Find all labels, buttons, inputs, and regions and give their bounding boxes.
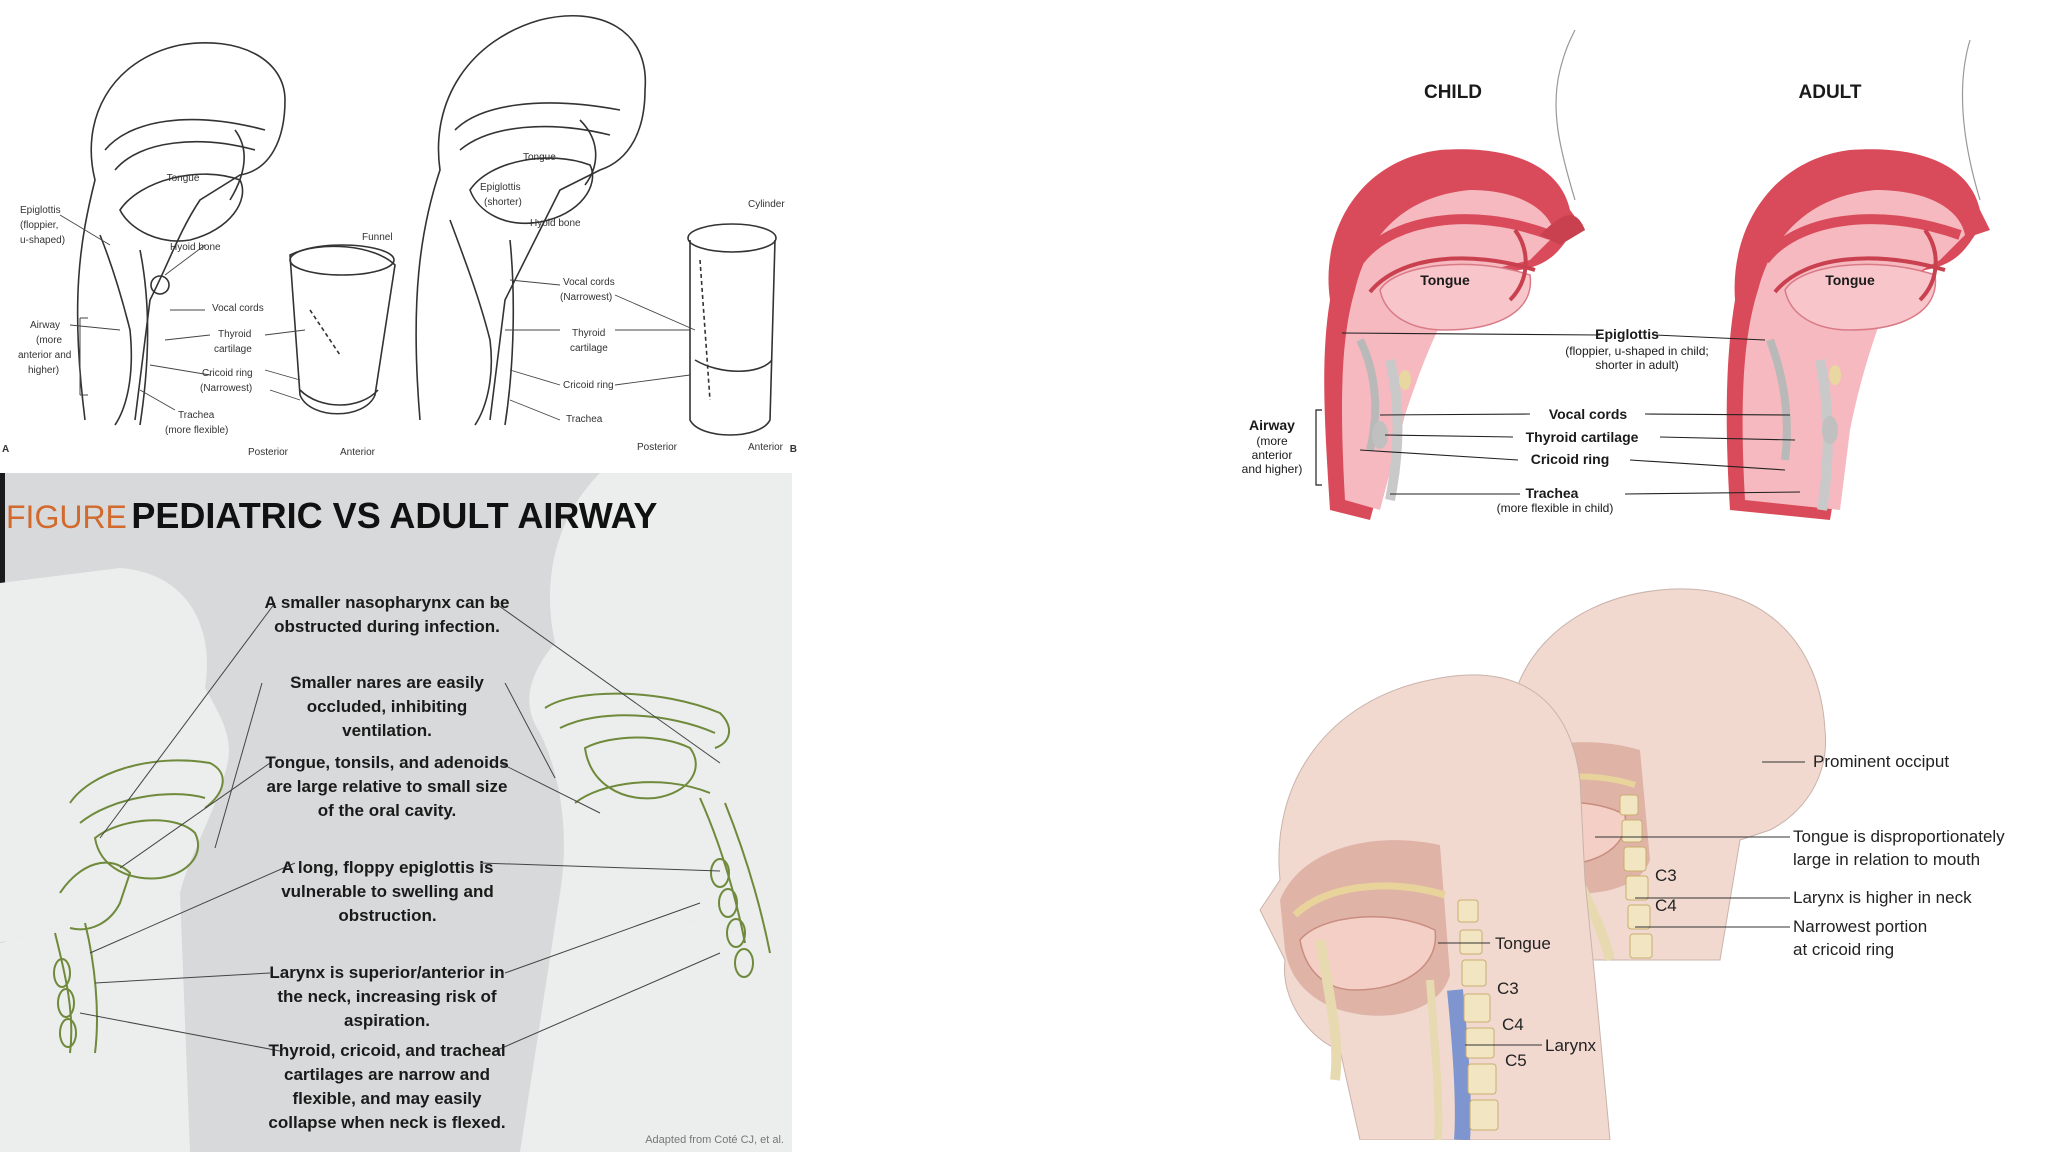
label-epiglottis: A long, floppy epiglottis is vulnerable … (281, 858, 494, 925)
label-sagittal-larynx: Larynx (1545, 1036, 1597, 1055)
label-epiglottis-note-1: (floppier, u-shaped in child; (1565, 344, 1708, 358)
label-b-vocal-cords-2: (Narrowest) (560, 292, 612, 303)
label-a-trachea-2: (more flexible) (165, 425, 228, 436)
label-b-epiglottis-1: Epiglottis (480, 182, 521, 193)
adult-head (1726, 39, 1990, 520)
label-tongue-note-1: Tongue is disproportionately (1793, 827, 2005, 846)
leader-lines-b (505, 279, 696, 421)
label-a-tongue: Tongue (167, 173, 200, 184)
panel-child-adult-colored: CHILD ADULT Tongue Tongue Epiglottis (fl… (1230, 29, 2010, 550)
label-a-vocal-cords: Vocal cords (212, 303, 264, 314)
label-a-cricoid-1: Cricoid ring (202, 368, 253, 379)
label-a-posterior: Posterior (248, 447, 289, 458)
line-drawing-svg: Tongue Epiglottis (floppier, u-shaped) H… (2, 15, 797, 458)
label-larynx: Larynx is superior/anterior in the neck,… (269, 963, 505, 1030)
head-b-outline (415, 15, 647, 421)
label-airway-note-1: (more (1256, 434, 1288, 448)
label-adult-c5: C5 (1505, 1051, 1527, 1070)
label-airway-note-2: anterior (1252, 448, 1293, 462)
label-b-thyroid-2: cartilage (570, 343, 608, 354)
label-b-posterior: Posterior (637, 442, 678, 453)
label-a-airway-4: higher) (28, 365, 59, 376)
label-a-airway-1: Airway (30, 320, 60, 331)
figure-prefix: FIGURE (6, 499, 127, 535)
label-narrowest-1: Narrowest portion (1793, 917, 1927, 936)
label-a-epiglottis-2: (floppier, (20, 220, 58, 231)
label-a-epiglottis-3: u-shaped) (20, 235, 65, 246)
label-sagittal-tongue: Tongue (1495, 934, 1551, 953)
label-b-cricoid: Cricoid ring (563, 380, 614, 391)
label-trachea: Trachea (1526, 485, 1579, 501)
child-adult-svg: CHILD ADULT Tongue Tongue Epiglottis (fl… (1242, 29, 1990, 520)
label-b-anterior: Anterior (748, 442, 784, 453)
label-epiglottis: Epiglottis (1595, 326, 1659, 342)
label-a-anterior: Anterior (340, 447, 376, 458)
label-adult: ADULT (1799, 82, 1862, 103)
sagittal-svg: Prominent occiput Tongue is disproportio… (1259, 588, 2005, 1141)
leader-lines-a (59, 214, 306, 411)
label-thyroid-cartilage: Thyroid cartilage (1526, 429, 1639, 445)
label-airway-note-3: and higher) (1242, 462, 1303, 476)
label-vocal-cords: Vocal cords (1549, 406, 1628, 422)
label-trachea-note: (more flexible in child) (1497, 501, 1614, 515)
figure-heading: FIGURE PEDIATRIC VS ADULT AIRWAY (6, 495, 657, 537)
label-adult-c4: C4 (1502, 1015, 1524, 1034)
panel-airway-line-drawing: Tongue Epiglottis (floppier, u-shaped) H… (0, 0, 800, 465)
label-tongue-note-2: large in relation to mouth (1793, 850, 1980, 869)
adult-airway-outline (544, 692, 771, 978)
child-adult-leader-lines (1341, 332, 1801, 495)
label-a-trachea-1: Trachea (178, 410, 215, 421)
label-child: CHILD (1424, 82, 1482, 103)
label-b-thyroid-1: Thyroid (572, 328, 605, 339)
label-tongue-tonsils: Tongue, tonsils, and adenoids are large … (265, 753, 509, 820)
child-silhouette (0, 568, 229, 943)
label-cricoid-ring: Cricoid ring (1531, 451, 1610, 467)
label-b-trachea: Trachea (566, 414, 603, 425)
label-a-epiglottis-1: Epiglottis (20, 205, 61, 216)
label-b-vocal-cords-1: Vocal cords (563, 277, 615, 288)
label-a-thyroid-2: cartilage (214, 344, 252, 355)
label-prominent-occiput: Prominent occiput (1813, 752, 1949, 771)
label-narrowest-2: at cricoid ring (1793, 940, 1894, 959)
figure-credit: Adapted from Coté CJ, et al. (645, 1134, 784, 1146)
label-b-hyoid: Hyoid bone (530, 218, 581, 229)
label-b-tongue: Tongue (523, 152, 556, 163)
figure-title: PEDIATRIC VS ADULT AIRWAY (131, 495, 658, 536)
label-child-c4: C4 (1655, 896, 1677, 915)
label-b-epiglottis-2: (shorter) (484, 197, 522, 208)
figure-silhouettes-svg (0, 473, 792, 1152)
funnel-shape (289, 245, 396, 415)
figure-leader-lines (79, 602, 721, 1052)
label-adult-c3: C3 (1497, 979, 1519, 998)
adult-silhouette (529, 473, 792, 943)
panel-pediatric-vs-adult-figure: FIGURE PEDIATRIC VS ADULT AIRWAY A small… (0, 473, 792, 1152)
cylinder-shape (689, 239, 776, 436)
label-a-letter: A (2, 444, 9, 455)
label-funnel: Funnel (362, 232, 393, 243)
label-epiglottis-note-2: shorter in adult) (1595, 358, 1678, 372)
label-cylinder: Cylinder (748, 199, 785, 210)
panel-sagittal-heads: Prominent occiput Tongue is disproportio… (1240, 580, 2040, 1141)
label-larynx-higher: Larynx is higher in neck (1793, 888, 1972, 907)
sagittal-leader-lines (1438, 761, 1805, 1046)
label-child-tongue: Tongue (1420, 272, 1470, 288)
label-a-thyroid-1: Thyroid (218, 329, 251, 340)
label-b-letter: B (790, 444, 797, 455)
label-a-cricoid-2: (Narrowest) (200, 383, 252, 394)
label-a-airway-2: (more (36, 335, 63, 346)
label-adult-tongue: Tongue (1825, 272, 1875, 288)
label-a-hyoid: Hyoid bone (170, 242, 221, 253)
child-head (1324, 29, 1585, 520)
label-child-c3: C3 (1655, 866, 1677, 885)
child-airway-outline (53, 759, 224, 1054)
head-a-outline (76, 41, 286, 421)
label-a-airway-3: anterior and (18, 350, 71, 361)
label-nasopharynx: A smaller nasopharynx can be obstructed … (264, 593, 510, 636)
label-airway: Airway (1249, 417, 1295, 433)
label-nares: Smaller nares are easily occluded, inhib… (290, 673, 484, 740)
label-cartilages: Thyroid, cricoid, and tracheal cartilage… (268, 1041, 506, 1132)
